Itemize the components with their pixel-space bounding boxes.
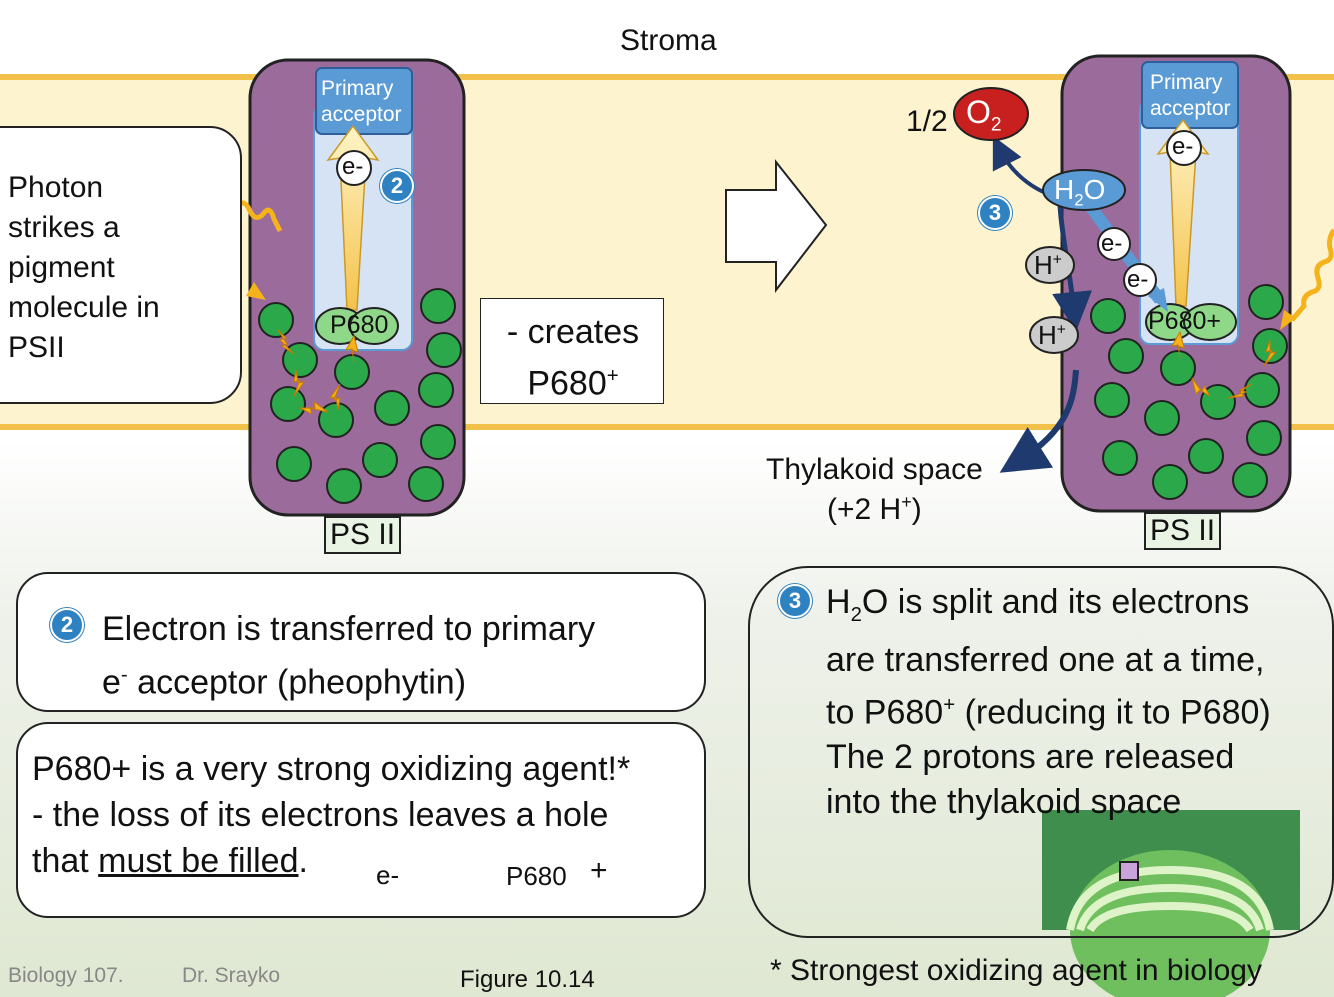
primary-acceptor-left [315,67,413,135]
proton-2 [1029,316,1079,354]
oxidizer-callout [16,722,706,918]
author-label: Dr. Srayko [182,964,281,987]
electron-inline-label: e- [376,860,400,890]
electron-label-left: e- [342,153,364,180]
electron-path-arrowhead [1148,288,1168,312]
step-2-callout [16,572,706,712]
h2o-molecule [1042,169,1126,211]
stroma-label: Stroma [620,24,717,57]
electron-label-right-top: e- [1172,133,1194,160]
primary-acceptor-right [1141,61,1239,129]
o2-molecule [953,87,1029,141]
p680-inline-label: P680 [506,861,567,891]
course-label: Biology 107. [8,964,124,987]
proton-label-2: H+ [1038,320,1066,350]
thylakoid-space-label: Thylakoid space(+2 H+) [766,453,983,526]
energy-transfer-bolts-right [1171,330,1278,399]
step-3-marker-diagram: 3 [978,196,1012,230]
process-arrow [725,159,828,293]
footnote-label: * Strongest oxidizing agent in biology [770,954,1262,987]
proton-arrow-2 [999,369,1079,473]
pigment-molecules-right [1090,284,1288,500]
electron-bubble-left [336,150,372,186]
step-2-marker: 2 [380,169,414,203]
chloroplast-granum [1066,850,1274,997]
ps2-label-left: PS II [324,516,402,554]
h2o-label: H2O [1054,174,1106,210]
half-label: 1/2 [906,105,948,138]
figure-label: Figure 10.14 [460,966,595,993]
photon-arrowhead-right [1280,310,1296,330]
photon-callout [0,126,242,404]
photon-arrowhead-left [246,282,266,300]
o2-label: O2 [966,94,1002,136]
pigment-molecules-left [258,288,462,504]
proton-1 [1025,246,1075,284]
photon-wave-right [1290,228,1334,322]
energy-transfer-bolts-left [277,329,359,415]
p680-left-b [349,307,399,345]
electron-bubble-right-top [1166,130,1202,166]
proton-label-1: H+ [1034,250,1062,280]
zoom-marker [1119,861,1139,881]
step-3-callout [748,566,1334,938]
p680-plus-label-right: P680+ [1148,307,1221,335]
electron-label-right-2: e- [1127,266,1149,293]
p680-label-left: P680 [330,311,389,339]
electron-bubble-right-1 [1097,227,1131,261]
electron-label-right-1: e- [1101,230,1123,257]
oxidizer-callout-text: P680+ is a very strong oxidizing agent!*… [32,750,631,880]
electron-arrow-left [326,124,380,311]
ps2-label-right: PS II [1144,512,1222,550]
p680-inline-plus: + [590,854,608,887]
electron-bubble-right-2 [1123,263,1157,297]
step-3-marker-callout: 3 [778,584,812,618]
p680-right-b [1183,303,1237,341]
creates-callout [480,298,664,404]
step-2-marker-callout: 2 [50,608,84,642]
